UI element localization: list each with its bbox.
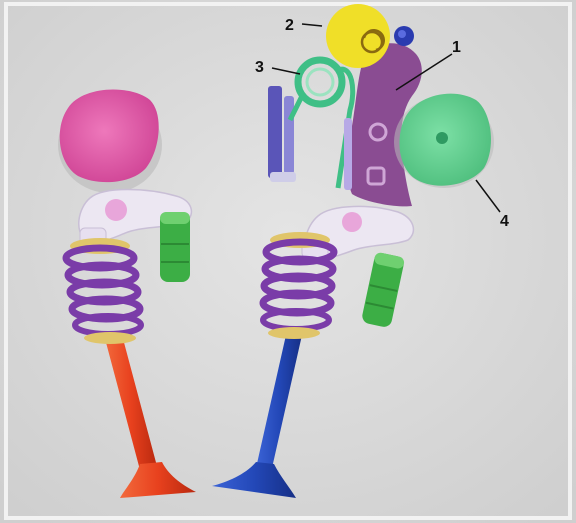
spring-bracket-plate <box>268 86 282 178</box>
left-cam-lobe <box>60 90 159 183</box>
switching-lever-edge <box>344 118 352 190</box>
right-cam-lobe-bore <box>436 132 448 144</box>
callout-number-1: 1 <box>452 39 461 56</box>
callout-number-3: 3 <box>255 59 264 76</box>
eccentric-cam-pin-highlight <box>398 30 406 38</box>
left-rocker-pad <box>105 199 127 221</box>
left-lash-adjuster-top <box>160 212 190 224</box>
right-spring-seat <box>268 327 320 339</box>
spring-bracket <box>268 86 296 182</box>
callout-number-4: 4 <box>500 213 509 230</box>
callout-number-2: 2 <box>285 17 294 34</box>
right-rocker-pad <box>342 212 362 232</box>
left-spring-seat <box>84 332 136 344</box>
spring-bracket-foot <box>270 172 296 182</box>
spring-bracket-plate <box>284 96 294 174</box>
